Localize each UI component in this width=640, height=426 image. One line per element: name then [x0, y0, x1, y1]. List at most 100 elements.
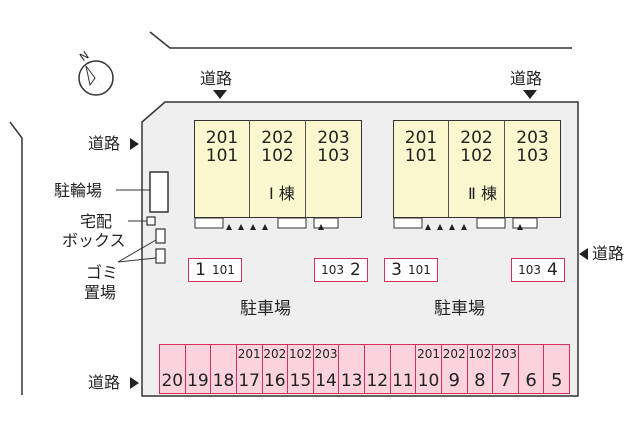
spot-number: 9	[448, 370, 460, 391]
building-1-door-marks	[226, 224, 324, 230]
unit-column: 202 102	[449, 121, 505, 217]
parking-spot-6: 6	[517, 344, 545, 394]
parking-spot-1: 1 101	[188, 258, 242, 282]
building-2: 201 101 202 102 203 103 Ⅱ 棟	[393, 120, 561, 218]
arrow-right-icon	[130, 377, 139, 389]
arrow-left-icon	[579, 248, 588, 260]
spot-unit: 203	[493, 347, 517, 361]
unit-column: 202 102	[250, 121, 306, 217]
spot-number: 6	[525, 370, 537, 391]
spot-number: 1	[195, 260, 206, 280]
unit-number-lower: 102	[261, 146, 294, 166]
parking-lot-label-left: 駐車場	[240, 299, 291, 319]
arrow-down-icon	[523, 90, 537, 99]
spot-number: 11	[392, 371, 414, 391]
spot-number: 12	[366, 371, 389, 391]
spot-number: 18	[212, 371, 235, 391]
spot-number: 13	[340, 371, 363, 391]
spot-number: 7	[499, 370, 512, 391]
garbage-area	[155, 248, 166, 264]
parking-spot-16: 202 16	[261, 344, 289, 394]
spot-number: 17	[238, 371, 260, 391]
spot-unit: 103	[518, 263, 542, 277]
unit-number-upper: 203	[516, 128, 549, 148]
road-label-left-lower: 道路	[88, 373, 121, 392]
arrow-right-icon	[130, 138, 139, 150]
spot-unit: 202	[263, 347, 287, 361]
spot-unit: 102	[288, 347, 312, 361]
bicycle-parking-area	[149, 171, 169, 213]
spot-unit: 203	[314, 347, 338, 361]
unit-number-lower: 103	[317, 146, 350, 166]
spot-unit: 101	[211, 263, 235, 277]
road-line-left	[9, 121, 23, 395]
parking-spot-20: 20	[159, 344, 186, 394]
parking-spot-10: 201 10	[415, 344, 442, 394]
spot-number: 16	[263, 371, 286, 391]
spot-unit: 101	[407, 263, 431, 277]
spot-number: 20	[161, 371, 184, 391]
unit-number-upper: 203	[317, 128, 350, 148]
unit-number-upper: 201	[205, 128, 239, 148]
unit-number-upper: 201	[404, 128, 438, 148]
spot-number: 2	[350, 260, 361, 280]
spot-number: 15	[289, 371, 312, 391]
bicycle-parking-label: 駐輪場	[54, 181, 103, 200]
spot-number: 19	[187, 371, 209, 391]
road-label-top-right: 道路	[510, 69, 543, 88]
unit-number-lower: 103	[516, 146, 549, 166]
spot-number: 3	[391, 260, 402, 280]
delivery-box	[146, 216, 156, 226]
north-arrow-icon: N	[77, 49, 114, 96]
parking-spot-12: 12	[364, 344, 391, 394]
spot-unit: 103	[321, 263, 345, 277]
parking-spot-15: 102 15	[287, 344, 314, 394]
parking-spot-19: 19	[184, 344, 212, 394]
spot-number: 8	[474, 370, 486, 391]
building-1: 201 101 202 102 203 103 Ⅰ 棟	[194, 120, 362, 218]
spot-unit: 201	[417, 347, 441, 361]
building-name: Ⅰ 棟	[267, 184, 297, 203]
garbage-area	[155, 228, 166, 244]
arrow-down-icon	[213, 90, 227, 99]
parking-lot-label-right: 駐車場	[434, 299, 485, 319]
parking-spot-14: 203 14	[312, 344, 340, 394]
building-2-door-marks	[425, 224, 523, 230]
unit-number-lower: 101	[205, 146, 239, 166]
unit-column: 203 103	[505, 121, 560, 217]
spot-number: 10	[417, 371, 440, 391]
unit-number-lower: 102	[460, 146, 493, 166]
spot-number: 4	[547, 260, 558, 280]
unit-number-upper: 202	[460, 128, 493, 148]
unit-column: 201 101	[195, 121, 250, 217]
unit-number-lower: 101	[404, 146, 438, 166]
parking-spot-18: 18	[210, 344, 237, 394]
spot-unit: 201	[237, 347, 261, 361]
spot-number: 14	[315, 371, 337, 391]
parking-spot-3: 3 101	[384, 258, 438, 282]
delivery-box-label-1: 宅配	[80, 212, 113, 231]
unit-number-upper: 202	[261, 128, 294, 148]
road-line-top	[149, 31, 572, 49]
parking-spot-11: 11	[389, 344, 417, 394]
road-label-left-upper: 道路	[88, 134, 121, 153]
building-name: Ⅱ 棟	[466, 184, 499, 203]
garbage-label-2: 置場	[84, 283, 117, 302]
spot-unit: 202	[442, 347, 466, 361]
unit-column: 201 101	[394, 121, 449, 217]
road-label-top-left: 道路	[200, 69, 233, 88]
parking-spot-8: 102 8	[466, 344, 494, 394]
spot-number: 5	[550, 370, 563, 391]
garbage-label-1: ゴミ	[86, 263, 119, 282]
parking-spot-13: 13	[338, 344, 365, 394]
road-label-right: 道路	[592, 244, 625, 263]
parking-spot-17: 201 17	[235, 344, 263, 394]
spot-unit: 102	[468, 347, 492, 361]
delivery-box-label-2: ボックス	[62, 231, 126, 250]
unit-column: 203 103	[306, 121, 361, 217]
parking-spot-5: 5	[543, 344, 570, 394]
parking-spot-2: 103 2	[314, 258, 368, 282]
parking-spot-4: 103 4	[511, 258, 565, 282]
